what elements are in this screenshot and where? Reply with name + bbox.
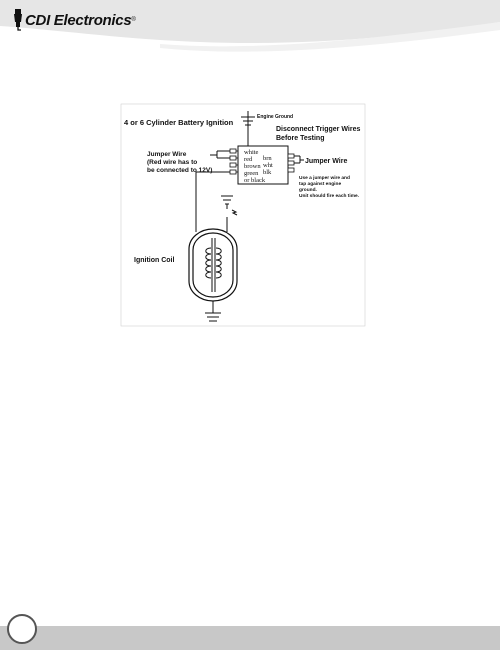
tap-note-line3: ground. xyxy=(299,187,317,193)
disconnect-note-line2: Before Testing xyxy=(276,135,325,142)
wire-label-brown: brown xyxy=(244,163,261,170)
ignition-coil-label: Ignition Coil xyxy=(134,257,174,264)
left-jumper-label-line3: be connected to 12V) xyxy=(147,167,212,174)
figure-border xyxy=(120,103,366,327)
disconnect-note-line1: Disconnect Trigger Wires xyxy=(276,126,360,133)
engine-ground-label: Engine Ground xyxy=(257,114,293,120)
logo-text: CDI Electronics xyxy=(25,11,132,29)
wire-label-wht: wht xyxy=(263,162,273,169)
spark-gap-ground-symbol xyxy=(221,195,238,232)
right-jumper-wire xyxy=(294,155,304,164)
left-jumper-label-line1: Jumper Wire xyxy=(147,151,187,158)
diagram-title: 4 or 6 Cylinder Battery Ignition xyxy=(124,118,234,127)
page-footer-band xyxy=(0,626,500,650)
wire-label-green: green xyxy=(244,170,259,177)
wire-label-blk: blk xyxy=(263,169,272,176)
ignition-coil xyxy=(188,228,238,302)
left-connectors xyxy=(229,148,238,175)
spark-plug-icon xyxy=(14,9,22,31)
trademark-symbol: ® xyxy=(131,17,136,23)
wire-label-brn: brn xyxy=(263,155,272,162)
tap-note-line2: tap against engine xyxy=(299,181,341,187)
left-jumper-wire xyxy=(210,150,230,159)
tap-note-line4: Unit should fire each time. xyxy=(299,193,359,199)
header-wave xyxy=(0,0,500,52)
page-header: CDI Electronics ® xyxy=(0,0,500,60)
tap-note-line1: Use a jumper wire and xyxy=(299,175,350,181)
coil-windings xyxy=(205,247,222,279)
wire-label-black: or black xyxy=(244,177,266,184)
cdi-module-box xyxy=(237,145,289,185)
wire-label-white: white xyxy=(244,149,259,156)
cdi-logo: CDI Electronics ® xyxy=(11,9,136,31)
engine-ground-symbol xyxy=(241,111,255,146)
right-jumper-label: Jumper Wire xyxy=(305,158,347,165)
left-jumper-label-line2: (Red wire has to xyxy=(147,159,197,166)
coil-ground-symbol xyxy=(205,301,221,322)
right-connectors xyxy=(287,153,295,173)
page-number-badge xyxy=(7,614,37,644)
wire-label-red: red xyxy=(244,156,253,163)
coil-feed-wire xyxy=(195,171,230,232)
